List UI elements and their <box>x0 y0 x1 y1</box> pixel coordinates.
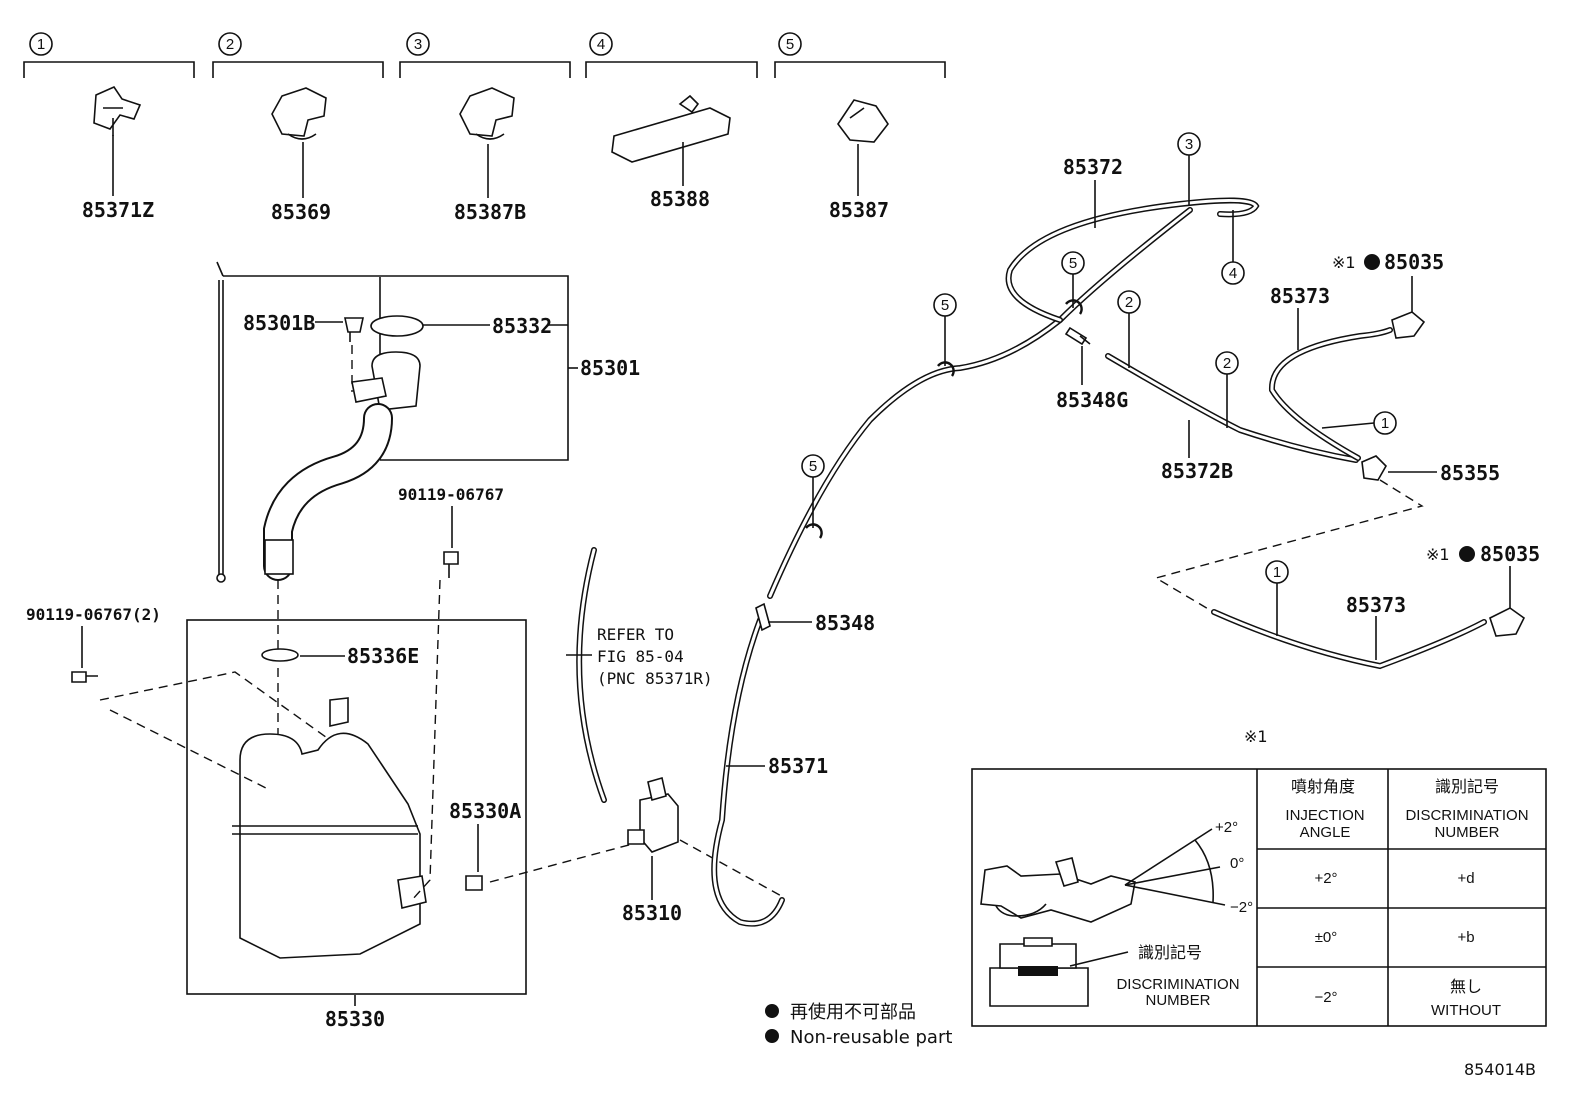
svg-text:NUMBER: NUMBER <box>1434 824 1499 841</box>
part-label-85336E: 85336E <box>347 644 419 668</box>
svg-text:3: 3 <box>1185 136 1193 153</box>
washer-hose-85371: 85371 85348 85372 <box>711 155 1260 927</box>
part-label-90119-06767-2: 90119-06767(2) <box>26 605 161 624</box>
figure-id: 854014B <box>1464 1060 1536 1079</box>
part-label-85301: 85301 <box>580 356 640 380</box>
svg-text:5: 5 <box>809 458 817 475</box>
part-label-85035-bottom: 85035 <box>1480 542 1540 566</box>
clip-legend: 1 85371Z 2 85369 3 85387B 4 <box>23 32 946 224</box>
svg-text:噴射角度: 噴射角度 <box>1291 777 1355 796</box>
right-hoses: 85348G 2 2 85372B 85355 85373 1 ※1 85035… <box>1056 250 1540 670</box>
legend-en: Non-reusable part <box>790 1027 952 1048</box>
inlet-assembly: 85301B 85332 85301 <box>243 277 640 581</box>
svg-text:REFER TO: REFER TO <box>597 625 674 644</box>
svg-text:2: 2 <box>1223 355 1231 372</box>
svg-text:INJECTION: INJECTION <box>1285 807 1364 824</box>
clip-1: 1 85371Z <box>23 32 195 222</box>
row-3-disc-jp: 無し <box>1450 977 1482 996</box>
row-3-angle: −2° <box>1314 989 1337 1006</box>
row-2-disc: +b <box>1457 929 1474 946</box>
svg-text:1: 1 <box>1381 415 1389 432</box>
svg-text:2: 2 <box>1125 294 1133 311</box>
svg-text:+2°: +2° <box>1215 819 1238 836</box>
svg-text:5: 5 <box>1069 255 1077 272</box>
svg-text:※1: ※1 <box>1332 253 1356 272</box>
part-label-85332: 85332 <box>492 314 552 338</box>
part-label-85371Z: 85371Z <box>82 198 154 222</box>
row-3-disc: WITHOUT <box>1431 1002 1501 1019</box>
part-label-85355: 85355 <box>1440 461 1500 485</box>
legend-jp: 再使用不可部品 <box>790 1002 916 1023</box>
part-label-90119-06767: 90119-06767 <box>398 485 504 504</box>
part-label-85330: 85330 <box>325 1007 385 1031</box>
svg-text:1: 1 <box>37 36 45 53</box>
row-2-angle: ±0° <box>1315 929 1338 946</box>
part-label-85372: 85372 <box>1063 155 1123 179</box>
table-mark: ※1 <box>1244 727 1268 746</box>
part-label-85387: 85387 <box>829 198 889 222</box>
row-1-angle: +2° <box>1314 870 1337 887</box>
part-label-85330A: 85330A <box>449 799 521 823</box>
svg-text:5: 5 <box>941 297 949 314</box>
clip-4: 4 85388 <box>585 32 758 211</box>
clip-3: 3 85387B <box>399 32 571 224</box>
svg-text:識別記号: 識別記号 <box>1435 777 1499 796</box>
disc-label-jp: 識別記号 <box>1138 943 1202 962</box>
reservoir: 85336E 85330 <box>186 580 527 1031</box>
part-label-85348G: 85348G <box>1056 388 1128 412</box>
fasteners: 90119-06767(2) 90119-06767 85330A <box>26 485 641 901</box>
svg-text:0°: 0° <box>1230 855 1244 872</box>
svg-text:2: 2 <box>226 36 234 53</box>
svg-text:5: 5 <box>786 36 794 53</box>
washer-pump: REFER TO FIG 85-04 (PNC 85371R) 85310 <box>566 547 786 925</box>
svg-text:1: 1 <box>1273 564 1281 581</box>
svg-text:−2°: −2° <box>1230 899 1253 916</box>
svg-text:FIG 85-04: FIG 85-04 <box>597 647 684 666</box>
disc-label-en1: DISCRIMINATION <box>1116 976 1239 993</box>
svg-text:※1: ※1 <box>1426 545 1450 564</box>
clip-2: 2 85369 <box>212 32 384 224</box>
part-label-85301B: 85301B <box>243 311 315 335</box>
svg-text:ANGLE: ANGLE <box>1300 824 1351 841</box>
part-label-85035-top: 85035 <box>1384 250 1444 274</box>
svg-text:4: 4 <box>597 36 605 53</box>
part-label-85388: 85388 <box>650 187 710 211</box>
part-label-85373-bottom: 85373 <box>1346 593 1406 617</box>
part-label-85310: 85310 <box>622 901 682 925</box>
part-label-85369: 85369 <box>271 200 331 224</box>
nozzle-table: ※1 噴射角度 INJECTION ANGLE 識別記号 DISCRIMINAT… <box>971 727 1547 1027</box>
hose-clip-callouts: 3 4 5 5 5 <box>801 132 1245 539</box>
row-1-disc: +d <box>1457 870 1474 887</box>
part-label-85371: 85371 <box>768 754 828 778</box>
svg-text:DISCRIMINATION: DISCRIMINATION <box>1405 807 1528 824</box>
part-label-85373-top: 85373 <box>1270 284 1330 308</box>
legend: 再使用不可部品 Non-reusable part <box>765 1002 952 1048</box>
part-label-85372B: 85372B <box>1161 459 1233 483</box>
svg-text:4: 4 <box>1229 265 1237 282</box>
part-label-85387B: 85387B <box>454 200 526 224</box>
clip-5: 5 85387 <box>774 32 946 222</box>
svg-text:(PNC 85371R): (PNC 85371R) <box>597 669 713 688</box>
part-label-85348: 85348 <box>815 611 875 635</box>
disc-label-en2: NUMBER <box>1145 992 1210 1009</box>
svg-text:3: 3 <box>414 36 422 53</box>
